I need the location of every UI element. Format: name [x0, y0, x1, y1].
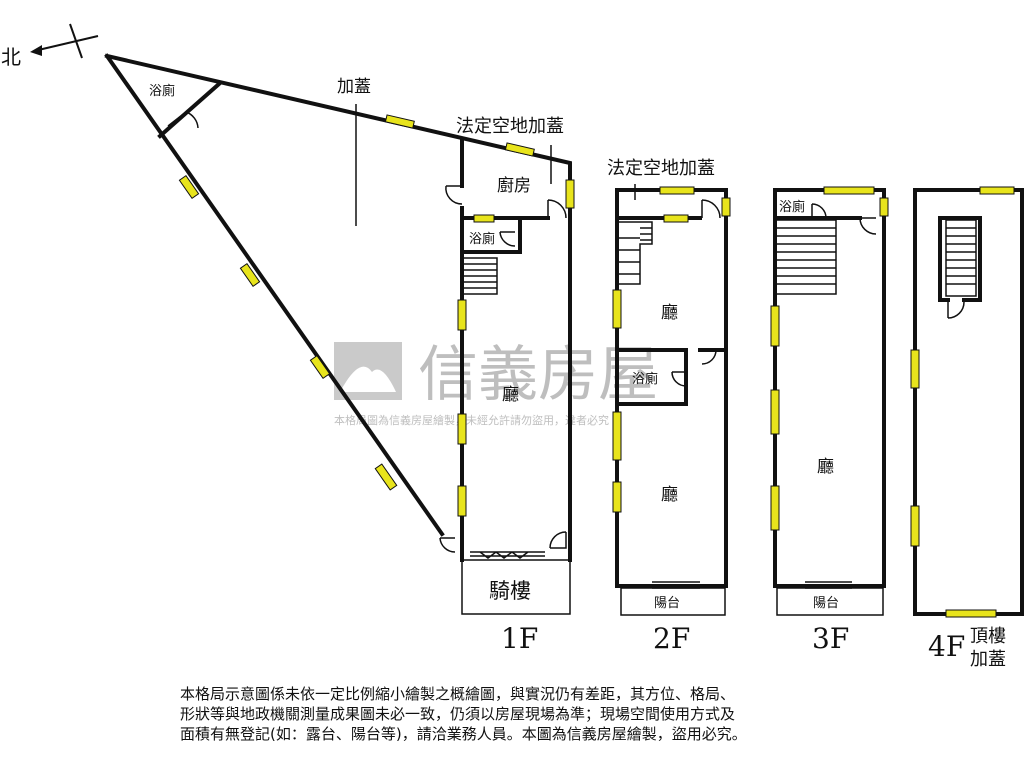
- floor1-label-legal-extension: 法定空地加蓋: [456, 116, 564, 137]
- floor-2: 法定空地加蓋 廳 浴廁 廳 陽台 2F: [607, 158, 731, 655]
- floor1-label-living: 廳: [502, 385, 519, 405]
- floor2-bath-door: [701, 349, 717, 365]
- floor2-label-balcony: 陽台: [654, 596, 680, 611]
- floor2-label-bath: 浴廁: [632, 371, 658, 387]
- floor-4: 4F 頂樓 加蓋: [910, 186, 1024, 670]
- floor1-front-door: [549, 531, 567, 549]
- floor1-stair: [462, 257, 498, 295]
- watermark-notice: 本格局圖為信義房屋繪製，未經允許請勿盜用，違者必究: [334, 413, 609, 427]
- disclaimer-line-3: 面積有無登記(如：露台、陽台等)，請洽業務人員。本圖為信義房屋繪製，盜用必究。: [180, 725, 747, 743]
- floor1-back-door: [547, 199, 567, 219]
- floor4-floor-label: 4F: [928, 630, 965, 663]
- compass: 北: [1, 23, 99, 69]
- floor3-balcony-box: [776, 587, 884, 616]
- floor2-stair: [619, 221, 653, 285]
- compass-crossbar: [69, 23, 83, 59]
- floor1-label-extension: 加蓋: [337, 77, 371, 97]
- floor2-bath-inner-door: [671, 371, 687, 387]
- floor3-bath-door: [811, 203, 827, 219]
- floor1-bath-corner-walls: [157, 81, 222, 139]
- floor3-label-bath: 浴廁: [779, 199, 805, 215]
- floor4-rooftop-label-line2: 加蓋: [970, 649, 1006, 670]
- floor4-windows: [910, 186, 1015, 618]
- floor4-stair: [945, 219, 977, 297]
- floor3-label-living: 廳: [817, 457, 834, 477]
- floor1-arcade-box: [461, 559, 571, 615]
- floor4-stair-walls: [938, 216, 982, 302]
- floor1-bath-door: [499, 231, 516, 247]
- watermark: 信義房屋 本格局圖為信義房屋繪製，未經允許請勿盜用，違者必究: [334, 340, 658, 427]
- floor2-label-living-lower: 廳: [661, 485, 678, 505]
- disclaimer: 本格局示意圖係未依一定比例縮小繪製之概繪圖，與實況仍有差距，其方位、格局、 形狀…: [180, 684, 840, 744]
- floor-1: 加蓋 法定空地加蓋 廚房 浴廁 浴廁 廳 騎樓 1F: [104, 53, 575, 655]
- floor4-outer-wall: [913, 188, 1024, 616]
- disclaimer-line-1: 本格局示意圖係未依一定比例縮小繪製之概繪圖，與實況仍有差距，其方位、格局、: [180, 685, 736, 703]
- watermark-logo-icon: [334, 342, 402, 400]
- floor2-rear-door: [701, 199, 721, 219]
- north-label: 北: [1, 45, 21, 69]
- floor2-floor-label: 2F: [653, 622, 690, 655]
- floor3-floor-label: 3F: [812, 622, 849, 655]
- floor3-outer-wall: [773, 188, 886, 588]
- floor3-rear-door: [859, 217, 877, 235]
- floor1-bath-corner-door: [167, 111, 199, 129]
- floor2-label-living-upper: 廳: [661, 303, 678, 323]
- compass-arrowhead-icon: [30, 45, 42, 56]
- floor1-kitchen-door: [445, 185, 463, 205]
- floor1-storefront: [470, 551, 545, 559]
- floor1-label-bath-small: 浴廁: [469, 231, 495, 247]
- floor2-bath-walls: [615, 348, 688, 406]
- floor2-balcony-box: [620, 587, 726, 616]
- floor2-label-legal-extension: 法定空地加蓋: [607, 158, 715, 179]
- floor2-windows: [612, 186, 731, 513]
- compass-arrow: [33, 35, 99, 52]
- floor1-side-door: [439, 537, 456, 553]
- floor3-windows: [770, 186, 889, 531]
- floor4-rooftop-label-line1: 頂樓: [970, 626, 1006, 647]
- floor1-label-kitchen: 廚房: [497, 175, 531, 196]
- floor1-label-arcade: 騎樓: [489, 579, 531, 603]
- floor1-bath-walls: [460, 216, 522, 254]
- floor1-label-bath-corner: 浴廁: [149, 83, 175, 99]
- floor-3: 浴廁 廳 陽台 3F: [770, 186, 889, 655]
- disclaimer-line-2: 形狀等與地政機關測量成果圖未必一致，仍須以房屋現場為準；現場空間使用方式及: [180, 705, 736, 723]
- floor3-label-balcony: 陽台: [813, 596, 839, 611]
- floor1-windows: [178, 114, 575, 517]
- floor1-floor-label: 1F: [501, 622, 538, 655]
- floor4-stair-door: [947, 300, 965, 319]
- floor3-stair: [775, 219, 837, 295]
